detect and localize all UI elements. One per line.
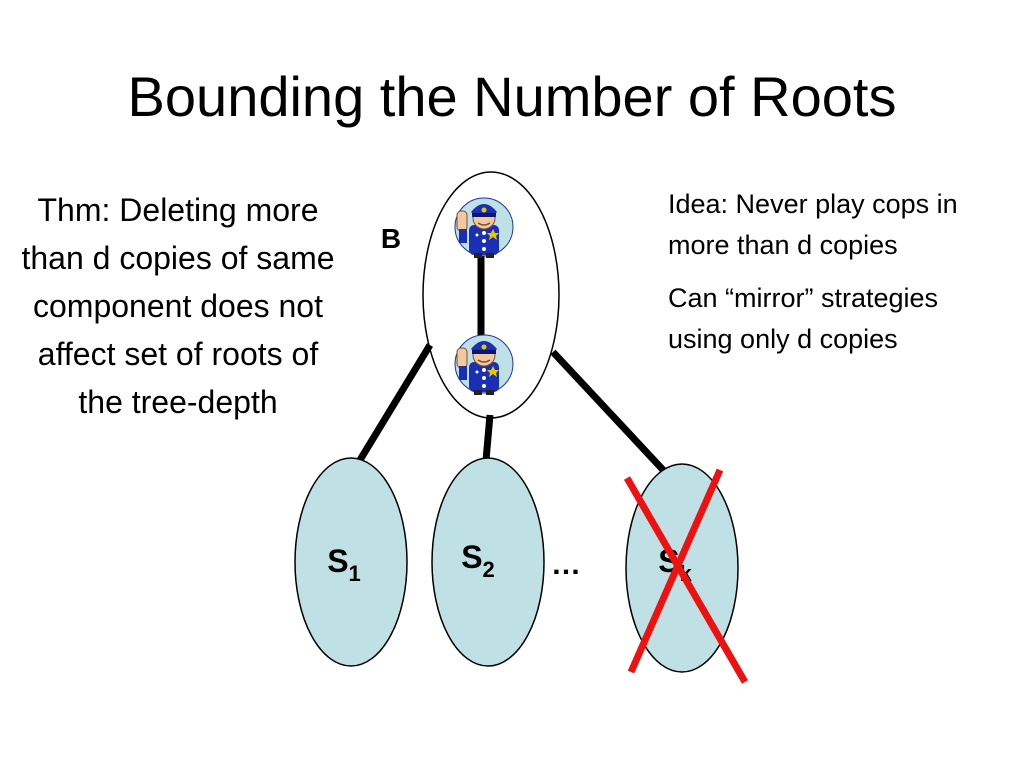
bag-label: B [381,223,401,254]
cop-icon [454,197,514,259]
slide-title: Bounding the Number of Roots [127,65,897,128]
bag-ellipse [422,171,560,419]
edge-to-s1 [357,343,433,462]
idea-notes: Idea: Never play cops in more than d cop… [668,184,1008,372]
component-s1-label: S1 [327,543,361,586]
component-s1 [294,457,408,667]
component-s2 [431,457,545,667]
idea-line: Idea: Never play cops in more than d cop… [668,189,958,260]
cop-icon [454,334,514,396]
edge-to-sk [550,349,668,475]
edge-to-s2 [482,414,494,461]
cross-mark-icon [623,468,749,684]
component-s2-label: S2 [461,539,495,582]
ellipsis: … [551,548,581,581]
idea-line: Can “mirror” strategies using only d cop… [668,283,939,354]
theorem-text: Thm: Deleting more than d copies of same… [21,192,335,420]
